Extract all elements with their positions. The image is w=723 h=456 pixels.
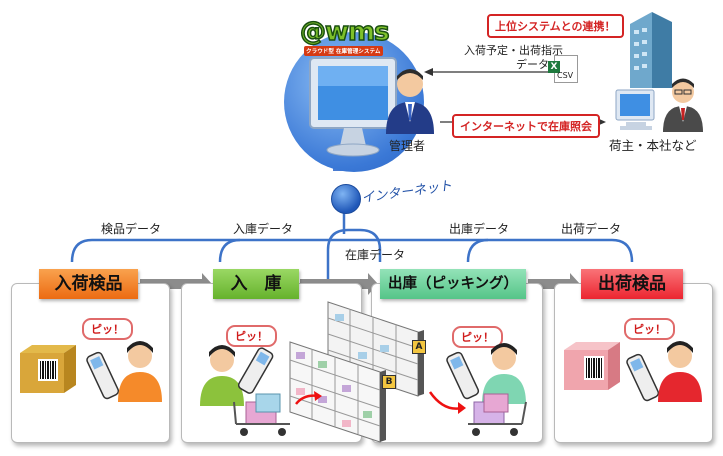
data-label-line2: データ	[516, 58, 549, 71]
shipping-out-data-label: 出庫データ	[449, 222, 510, 236]
internet-inquiry-callout: インターネットで在庫照会	[452, 114, 600, 138]
storage-shelves	[289, 301, 424, 443]
beep-bubble-1: ピッ！	[82, 318, 133, 340]
pick-arrow	[428, 391, 466, 414]
shipment-data-label: 出荷データ	[561, 222, 622, 236]
network-line-receiving	[218, 238, 241, 263]
flow-arrow-3	[528, 273, 580, 295]
monitor-icon	[309, 57, 397, 157]
client-avatar	[663, 78, 703, 132]
csv-label: CSV	[557, 71, 574, 80]
internet-globe-icon	[331, 184, 361, 214]
stage-receiving-inspection: 入荷検品	[39, 269, 138, 299]
building-icon	[630, 12, 672, 88]
put-away-arrow	[295, 391, 322, 405]
manager-label: 管理者	[389, 139, 426, 153]
inspection-data-label: 検品データ	[101, 222, 162, 236]
worker-avatar-1	[118, 341, 162, 402]
flow-arrow-1	[140, 273, 212, 295]
inventory-data-label: 在庫データ	[345, 248, 406, 262]
shipping-box-icon	[564, 342, 620, 390]
data-label-line1: 入荷予定・出荷指示	[464, 44, 563, 57]
csv-file-icon: X CSV	[548, 55, 578, 83]
client-label: 荷主・本社など	[609, 138, 697, 153]
worker-avatar-2	[200, 345, 244, 406]
cardboard-box-icon	[20, 345, 76, 393]
handheld-scanner-icon-4	[626, 353, 660, 402]
network-line-shipping	[466, 238, 489, 263]
beep-bubble-2: ピッ！	[226, 325, 277, 347]
wms-logo-subtitle: クラウド型 在庫管理システム	[304, 46, 383, 56]
shelf-label-a: A	[412, 340, 426, 354]
handheld-scanner-icon-3	[446, 351, 480, 400]
wms-logo: @wms クラウド型 在庫管理システム	[299, 16, 396, 59]
handheld-scanner-icon-1	[86, 351, 120, 400]
worker-avatar-4	[658, 341, 702, 402]
upper-system-callout: 上位システムとの連携！	[487, 14, 624, 38]
shelf-label-b: B	[382, 375, 396, 389]
beep-bubble-4: ピッ！	[624, 318, 675, 340]
cart-icon-1	[233, 393, 290, 436]
client-computer-icon	[615, 89, 655, 130]
stage-receiving: 入 庫	[213, 269, 299, 299]
manager-avatar	[386, 69, 434, 134]
wms-logo-text: @wms	[299, 16, 390, 48]
network-line-inventory	[326, 228, 382, 300]
cart-icon-2	[468, 393, 527, 436]
stage-picking: 出庫（ピッキング）	[380, 269, 526, 299]
network-line-horizontal	[70, 238, 634, 263]
beep-bubble-3: ピッ！	[452, 326, 503, 348]
receiving-data-label: 入庫データ	[233, 222, 294, 236]
stage-shipping-inspection: 出荷検品	[581, 269, 683, 299]
handheld-scanner-icon-2	[238, 347, 274, 394]
